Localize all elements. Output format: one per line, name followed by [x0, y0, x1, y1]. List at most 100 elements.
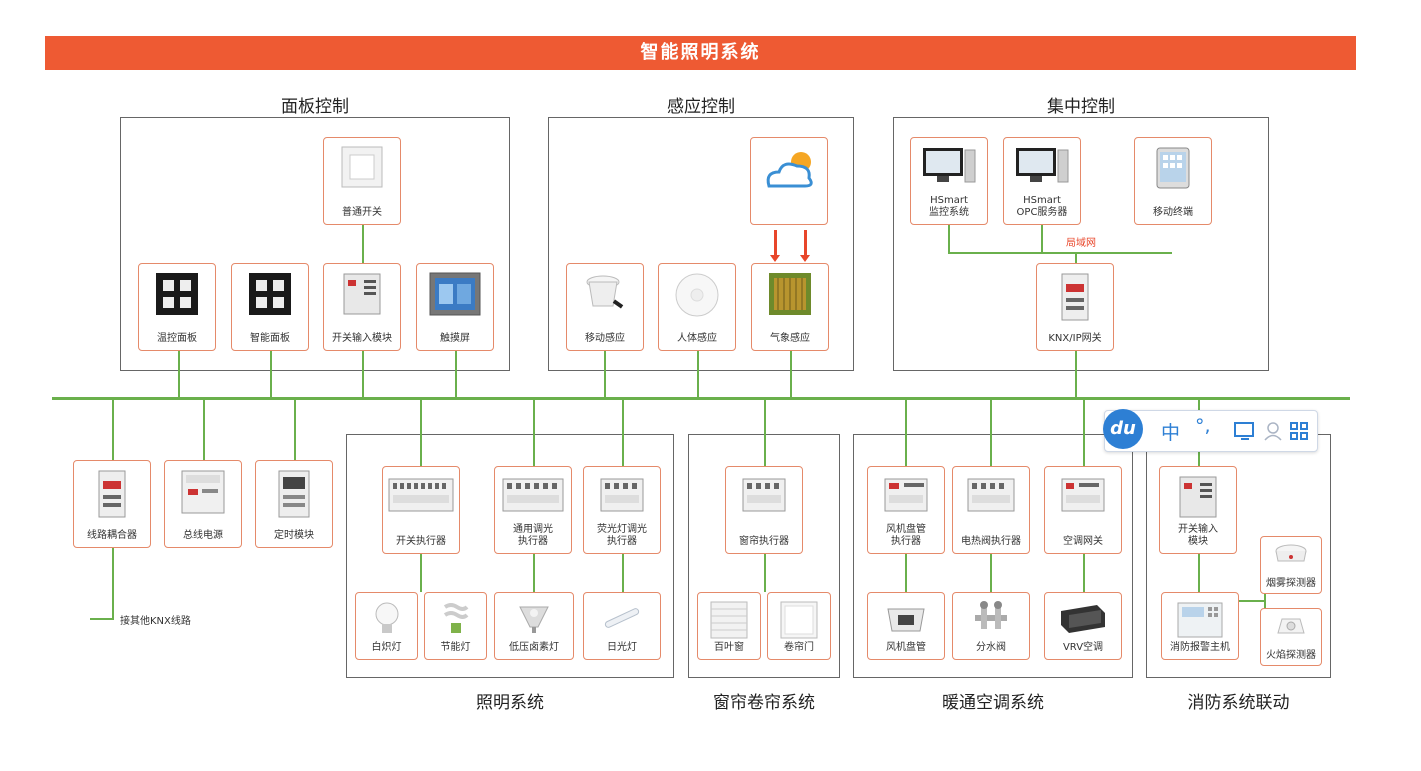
group-title-sensor: 感应控制 [667, 97, 735, 117]
device-label: 移动终端 [1153, 207, 1193, 218]
device-body-sensor: 人体感应 [658, 263, 736, 351]
connector [1083, 398, 1085, 466]
group-title-curtain: 窗帘卷帘系统 [713, 693, 815, 713]
arrow-down [770, 230, 780, 262]
lan-label: 局域网 [1066, 238, 1096, 249]
connector [270, 350, 272, 398]
keypad-panel-icon [156, 273, 198, 315]
device-label: 智能面板 [250, 333, 290, 344]
keypad-panel-icon [249, 273, 291, 315]
connector [112, 547, 114, 619]
device-label: 窗帘执行器 [739, 536, 789, 547]
device-hsmart-monitor: HSmart 监控系统 [910, 137, 988, 225]
device-fire-switch-input: 开关输入 模块 [1159, 466, 1237, 554]
connector [764, 552, 766, 592]
device-manifold-valve: 分水阀 [952, 592, 1030, 660]
device-weather-icon-box [750, 137, 828, 225]
motion-sensor-icon [586, 275, 624, 309]
ime-toolbar[interactable]: du 中 °, [1103, 409, 1318, 452]
connector [905, 398, 907, 466]
connector [905, 552, 907, 592]
circuit-board-icon [769, 273, 811, 315]
connector [1264, 572, 1266, 630]
device-energy-saving-lamp: 节能灯 [424, 592, 487, 660]
connector [112, 398, 114, 460]
desktop-computer-icon [1016, 148, 1069, 183]
device-weather-sensor: 气象感应 [751, 263, 829, 351]
device-normal-switch: 普通开关 [323, 137, 401, 225]
device-knx-ip-gateway: KNX/IP网关 [1036, 263, 1114, 351]
device-label: 风机盘管 执行器 [886, 524, 926, 547]
device-label: 烟雾探测器 [1266, 578, 1316, 589]
diagram-title: 智能照明系统 [45, 36, 1356, 70]
device-vrv-ac: VRV空调 [1044, 592, 1122, 660]
wall-switch-icon [341, 146, 383, 188]
din-actuator-icon [884, 478, 928, 512]
power-supply-icon [181, 470, 225, 514]
smoke-detector-icon [1275, 544, 1307, 562]
device-label: VRV空调 [1062, 642, 1104, 653]
device-label: 节能灯 [440, 642, 471, 653]
group-title-panel: 面板控制 [281, 97, 349, 117]
din-coupler-icon [98, 470, 126, 518]
device-label: 总线电源 [183, 530, 223, 541]
language-toggle-button[interactable]: 中 [1161, 422, 1181, 444]
punctuation-toggle-button[interactable]: °, [1195, 415, 1211, 437]
connector [420, 552, 422, 592]
din-actuator-icon [502, 478, 564, 512]
din-timer-icon [278, 470, 310, 518]
connector [1075, 350, 1077, 398]
device-bus-power: 总线电源 [164, 460, 242, 548]
device-label: 日光灯 [607, 642, 637, 653]
device-label: 温控面板 [157, 333, 197, 344]
device-label: HSmart OPC服务器 [1016, 195, 1068, 218]
user-icon[interactable] [1263, 421, 1283, 441]
light-bulb-icon [375, 602, 398, 633]
group-title-lighting: 照明系统 [476, 693, 544, 713]
connector [622, 552, 624, 592]
device-halogen-lamp: 低压卤素灯 [494, 592, 574, 660]
din-module-icon [343, 273, 381, 315]
connector [1238, 600, 1266, 602]
grid-menu-icon[interactable] [1289, 421, 1309, 441]
device-label: 通用调光 执行器 [513, 524, 553, 547]
blinds-icon [710, 601, 748, 639]
device-smoke-detector: 烟雾探测器 [1260, 536, 1322, 594]
device-fluorescent-lamp: 日光灯 [583, 592, 661, 660]
weather-cloud-sun-icon [766, 152, 813, 188]
baidu-logo-icon[interactable]: du [1103, 409, 1143, 449]
tube-lamp-icon [604, 608, 640, 628]
connector [533, 552, 535, 592]
device-hsmart-opc: HSmart OPC服务器 [1003, 137, 1081, 225]
cfl-bulb-icon [443, 603, 468, 633]
device-label: 人体感应 [677, 333, 717, 344]
device-flame-detector: 火焰探测器 [1260, 608, 1322, 666]
keyboard-icon[interactable] [1233, 421, 1255, 441]
connector [697, 350, 699, 398]
valve-icon [975, 601, 1007, 629]
halogen-lamp-icon [519, 606, 549, 633]
device-roller-door: 卷帘门 [767, 592, 831, 660]
connector [178, 350, 180, 398]
connector [1041, 222, 1043, 253]
device-label: 定时模块 [274, 530, 314, 541]
device-label: 百叶窗 [714, 642, 744, 653]
connector [604, 350, 606, 398]
connector [533, 398, 535, 466]
din-actuator-icon [388, 478, 454, 512]
device-fcu: 风机盘管 [867, 592, 945, 660]
device-label: 空调网关 [1063, 536, 1103, 547]
din-gateway-icon [1061, 478, 1105, 512]
cassette-ac-icon [887, 608, 925, 632]
device-temp-panel: 温控面板 [138, 263, 216, 351]
tablet-icon [1156, 147, 1190, 189]
device-fcu-actuator: 风机盘管 执行器 [867, 466, 945, 554]
connector [622, 398, 624, 466]
group-title-central: 集中控制 [1047, 97, 1115, 117]
alarm-panel-icon [1177, 602, 1223, 638]
device-fluor-dimmer-actuator: 荧光灯调光 执行器 [583, 466, 661, 554]
din-actuator-icon [600, 478, 644, 512]
device-dimmer-actuator: 通用调光 执行器 [494, 466, 572, 554]
device-label: 普通开关 [342, 207, 382, 218]
device-label: 分水阀 [976, 642, 1006, 653]
